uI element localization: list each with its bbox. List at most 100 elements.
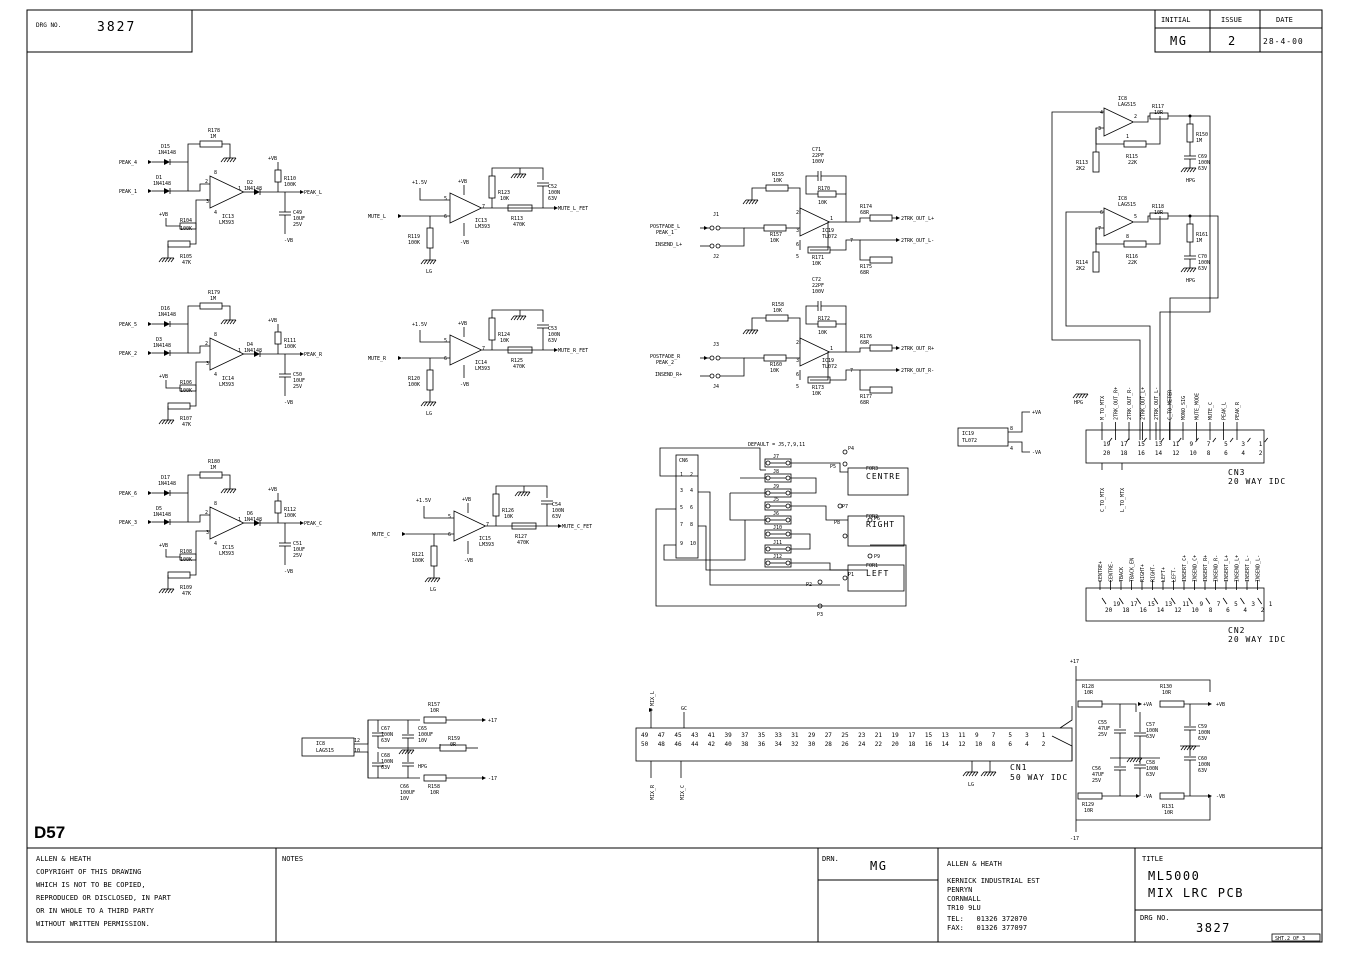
peak-detector-2: PEAK_5PEAK_2D161N4148D31N4148R1791M23184…	[119, 290, 323, 428]
pulldown-resistor	[274, 169, 282, 183]
cn2-signal: RIGHT-	[1151, 564, 1157, 582]
trk-output-minus: 2TRK_OUT_R-	[901, 368, 934, 374]
output-resistor-1	[869, 214, 893, 222]
peak-diode-2	[164, 350, 171, 356]
jumper-pair: J6	[764, 511, 792, 525]
cn1-pin-bot: 36	[758, 741, 766, 748]
vb-rail: +VB	[1216, 702, 1225, 708]
c4-ref: C66	[400, 784, 409, 790]
pin-3: 3	[1098, 126, 1101, 132]
r2-ref: R161	[1196, 232, 1208, 238]
cn3-pin-bot: 20	[1103, 450, 1111, 457]
ic-ref: IC14	[222, 376, 234, 382]
cn2-pin-row2: 9	[1200, 601, 1204, 608]
r2-val: 10K	[818, 200, 827, 206]
r4-ref: R105	[180, 254, 192, 260]
c5-val: 100N	[1198, 730, 1210, 736]
cn1-pin-bot: 30	[808, 741, 816, 748]
c6-val2: 63V	[1198, 768, 1207, 774]
hold-capacitor	[279, 211, 291, 216]
r2-val: 470K	[517, 540, 529, 546]
pin-4: 4	[214, 210, 217, 216]
c4-val: 100N	[1146, 766, 1158, 772]
cn2-signal: LEFT+	[1161, 567, 1167, 582]
postfade-input: POSTFADE_R	[650, 354, 681, 360]
cn3-pin-top: 15	[1138, 441, 1146, 448]
d2-val: 1N4148	[153, 181, 171, 187]
address-line-3: CORNWALL	[947, 895, 981, 903]
vb-rail: +VB	[268, 487, 277, 493]
ic-val: LM393	[219, 382, 234, 388]
cn1-pin-bot: 44	[691, 741, 699, 748]
cn3-signal: 2TRK_OUT_R+	[1114, 387, 1120, 420]
feedback-resistor	[1123, 240, 1147, 248]
pin-10: 10	[354, 748, 360, 754]
d1-val: 1N4148	[158, 481, 176, 487]
supply-decoupling: +17R12810R+VAR13010R+VBC5547UF25VC57100N…	[1070, 659, 1225, 842]
c-ref: C71	[812, 147, 821, 153]
r3-val: 10K	[770, 368, 779, 374]
mute-output: MUTE_L_FET	[558, 206, 588, 212]
c3-val: 47UF	[1092, 772, 1104, 778]
va-rail: +VA	[1143, 702, 1152, 708]
cn2-signal: CENTRE+	[1098, 561, 1104, 582]
cn1-pin-top: 31	[791, 732, 799, 739]
pulldown-resistor	[1186, 123, 1194, 143]
r3-val: 10K	[770, 238, 779, 244]
cn2-pin-row1: 4	[1243, 607, 1247, 614]
header-drg-value: 3827	[97, 20, 136, 35]
pin-4: 4	[214, 541, 217, 547]
mute-input: MUTE_R	[368, 356, 387, 362]
comparator-opamp	[209, 506, 245, 540]
r3-val: 100K	[408, 240, 420, 246]
r1-ref: R158	[772, 302, 784, 308]
c-val: 100N	[1198, 160, 1210, 166]
minus17: -17	[488, 776, 497, 782]
r3-ref: R115	[1126, 154, 1138, 160]
ic-ref: IC8	[1118, 96, 1127, 102]
bias-resistor	[179, 222, 197, 230]
cn3-signal: MUTE_C	[1208, 402, 1214, 420]
hold-capacitor	[279, 542, 291, 547]
jumper-label: J5	[773, 497, 779, 503]
c3-ref: C56	[1092, 766, 1101, 772]
ground-resistor	[1092, 151, 1100, 173]
cn1-pin-bot: 38	[741, 741, 749, 748]
r157	[423, 716, 447, 724]
r2-ref: R110	[284, 176, 296, 182]
cn1-pin-bot: 2	[1042, 741, 1046, 748]
bias-resistor	[765, 314, 789, 322]
c3-val2: 25V	[1092, 778, 1101, 784]
test-point: P8	[834, 520, 840, 526]
test-point: P4	[848, 446, 854, 452]
pin-8: 8	[214, 170, 217, 176]
cn1-pin-bot: 22	[875, 741, 883, 748]
c-val2: 25V	[293, 384, 302, 390]
r5-ref: R176	[860, 334, 872, 340]
c3-val2: 63V	[381, 765, 390, 771]
r4-ref: R114	[1076, 260, 1088, 266]
test-point: P6	[874, 516, 880, 522]
copyright-line-4: REPRODUCED OR DISCLOSED, IN PART	[36, 894, 172, 902]
r5-val: 68R	[860, 340, 870, 346]
cn6-pin: 1	[680, 472, 683, 478]
jumper-pair: J8	[764, 469, 792, 483]
c-val: 10UF	[293, 378, 305, 384]
test-point: P9	[874, 554, 880, 560]
trk-output-plus: 2TRK_OUT_R+	[901, 346, 934, 352]
jumper-pair: J5	[764, 497, 792, 511]
cn2-pin-row2: 17	[1130, 601, 1138, 608]
cn2-pin-row1: 10	[1192, 607, 1200, 614]
c-val2: 63V	[552, 514, 561, 520]
pin-1: 1	[830, 346, 833, 352]
cn3-pin-top: 5	[1224, 441, 1228, 448]
pin-7: 7	[850, 368, 853, 374]
val-initial: MG	[1170, 34, 1187, 48]
cn2-pin-row2: 15	[1148, 601, 1156, 608]
pullup-resistor	[488, 317, 496, 341]
r2-val: 100K	[284, 344, 296, 350]
c57	[1134, 732, 1146, 737]
r2-val: 0R	[450, 742, 457, 748]
jumper-label: J10	[773, 525, 782, 531]
